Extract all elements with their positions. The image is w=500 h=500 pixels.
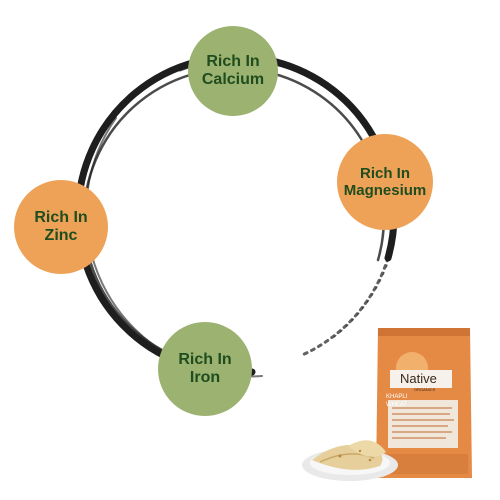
benefit-magnesium-line2: Magnesium	[343, 182, 427, 199]
benefit-iron-line1: Rich In	[178, 350, 232, 368]
benefit-calcium-line2: Calcium	[201, 71, 265, 88]
benefit-zinc-line1: Rich In	[34, 208, 88, 226]
benefit-calcium: Rich In Calcium	[188, 26, 278, 116]
benefit-zinc-line2: Zinc	[44, 227, 78, 244]
benefit-iron: Rich In Iron	[158, 322, 252, 416]
pouch-label-line1: KHAPLI	[386, 394, 408, 400]
pouch-brand-sub: ORGANICS	[414, 387, 436, 392]
benefit-calcium-line1: Rich In	[206, 52, 260, 70]
pouch-brand: Native	[400, 371, 437, 386]
roti-plate-image	[302, 440, 398, 481]
benefit-zinc: Rich In Zinc	[14, 180, 108, 274]
benefit-iron-line2: Iron	[189, 369, 221, 386]
benefit-magnesium: Rich In Magnesium	[337, 134, 433, 230]
pouch-image: Native ORGANICS KHAPLI WHEAT	[376, 328, 472, 478]
pouch-label-line2: WHEAT	[386, 402, 408, 408]
product-illustration: Native ORGANICS KHAPLI WHEAT	[302, 328, 472, 481]
benefit-magnesium-line1: Rich In	[359, 164, 410, 182]
